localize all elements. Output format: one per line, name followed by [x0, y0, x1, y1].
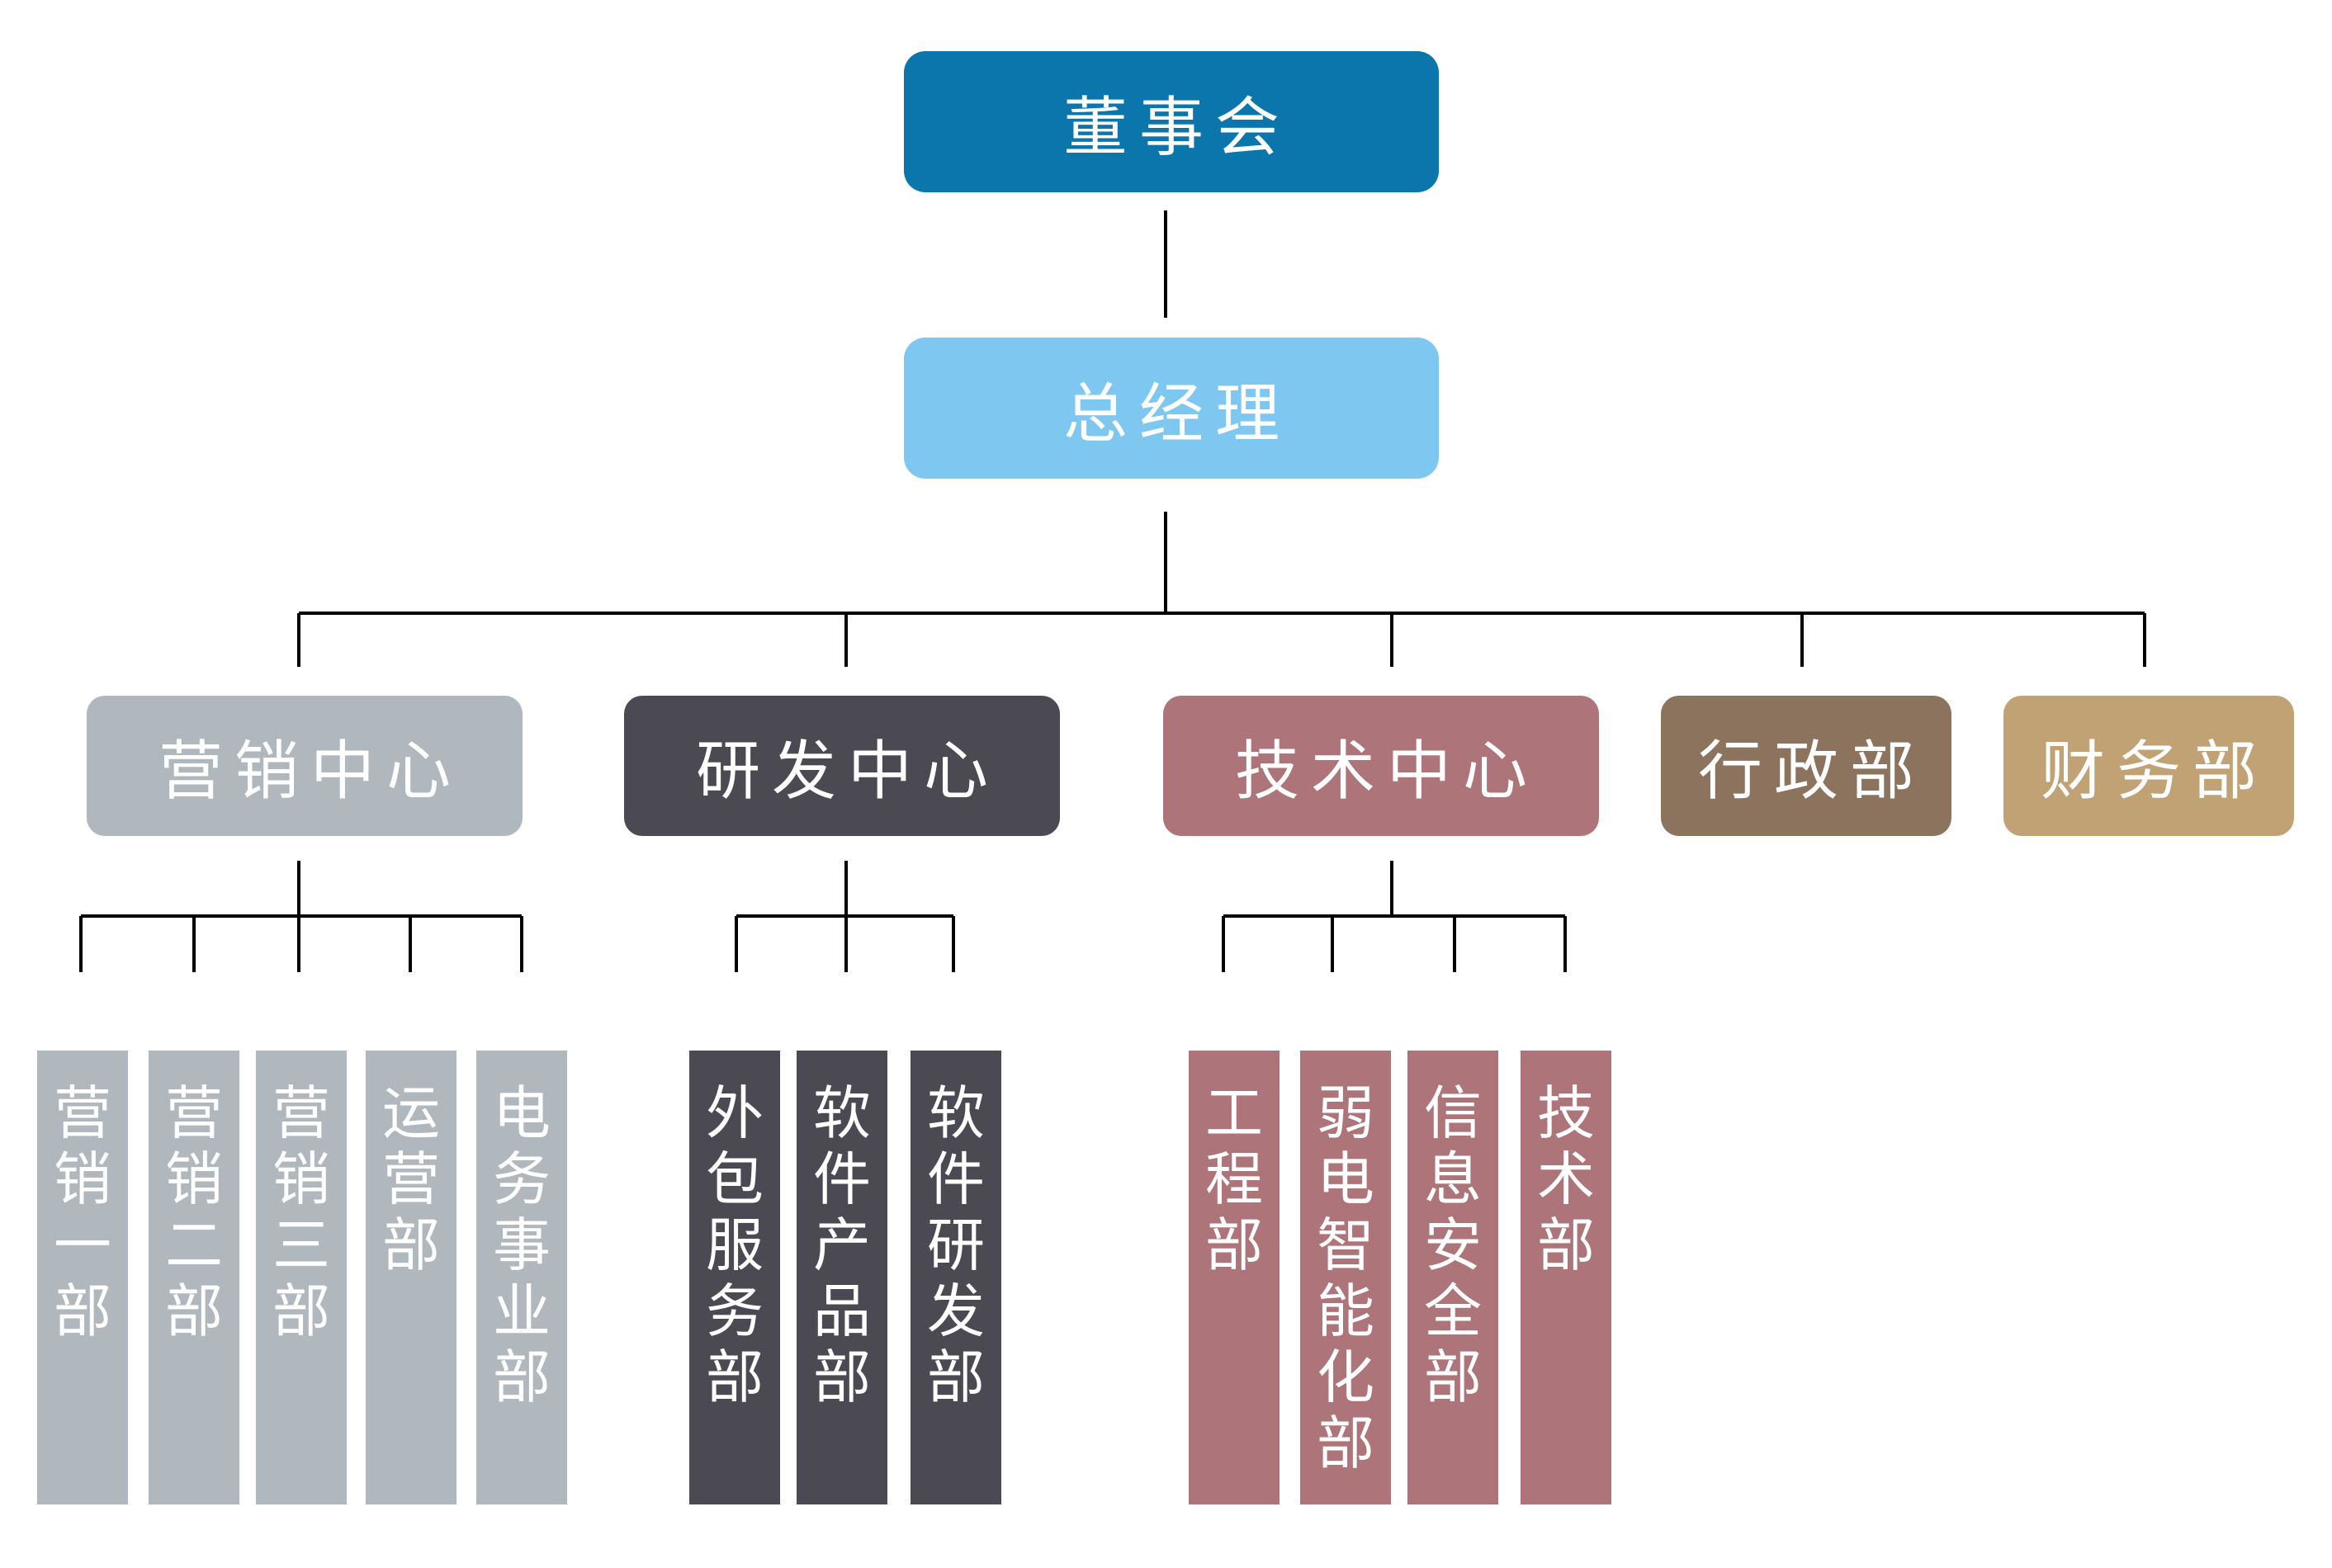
outsourcing-dept-label: 外包服务部 — [706, 1079, 764, 1411]
engineering-dept-node: 工程部 — [1189, 1051, 1280, 1504]
software-product-dept-label: 软件产品部 — [813, 1079, 871, 1411]
electric-business-dept-node: 电务事业部 — [476, 1051, 567, 1504]
outsourcing-dept-node: 外包服务部 — [689, 1051, 780, 1504]
marketing-dept-1-node: 营销一部 — [37, 1051, 128, 1504]
info-security-dept-label: 信息安全部 — [1424, 1079, 1482, 1411]
marketing-dept-2-node: 营销二部 — [149, 1051, 239, 1504]
software-product-dept-node: 软件产品部 — [797, 1051, 887, 1504]
tech-center-label: 技术中心 — [1234, 734, 1539, 809]
info-security-dept-node: 信息安全部 — [1407, 1051, 1498, 1504]
admin-dept-label: 行政部 — [1697, 734, 1926, 809]
software-dev-dept-label: 软件研发部 — [927, 1079, 985, 1411]
finance-dept-label: 财务部 — [2040, 734, 2268, 809]
engineering-dept-label: 工程部 — [1205, 1079, 1263, 1279]
admin-dept-node: 行政部 — [1661, 696, 1951, 836]
tech-center-node: 技术中心 — [1163, 696, 1599, 836]
low-voltage-intelligent-dept-label: 弱电智能化部 — [1317, 1079, 1374, 1477]
rnd-center-node: 研发中心 — [624, 696, 1060, 836]
marketing-center-label: 营销中心 — [158, 734, 462, 809]
software-dev-dept-node: 软件研发部 — [911, 1051, 1001, 1504]
general-manager-node: 总经理 — [904, 338, 1439, 479]
operations-dept-label: 运营部 — [382, 1079, 440, 1279]
technical-dept-label: 技术部 — [1537, 1079, 1595, 1279]
technical-dept-node: 技术部 — [1521, 1051, 1611, 1504]
marketing-dept-3-node: 营销三部 — [256, 1051, 347, 1504]
general-manager-label: 总经理 — [1062, 376, 1291, 451]
marketing-center-node: 营销中心 — [87, 696, 523, 836]
electric-business-dept-label: 电务事业部 — [493, 1079, 551, 1411]
marketing-dept-2-label: 营销二部 — [165, 1079, 223, 1345]
finance-dept-node: 财务部 — [2003, 696, 2294, 836]
board-label: 董事会 — [1062, 90, 1291, 165]
board-node: 董事会 — [904, 51, 1439, 192]
marketing-dept-1-label: 营销一部 — [54, 1079, 111, 1345]
marketing-dept-3-label: 营销三部 — [272, 1079, 330, 1345]
rnd-center-label: 研发中心 — [695, 734, 1000, 809]
low-voltage-intelligent-dept-node: 弱电智能化部 — [1300, 1051, 1391, 1504]
operations-dept-node: 运营部 — [366, 1051, 456, 1504]
